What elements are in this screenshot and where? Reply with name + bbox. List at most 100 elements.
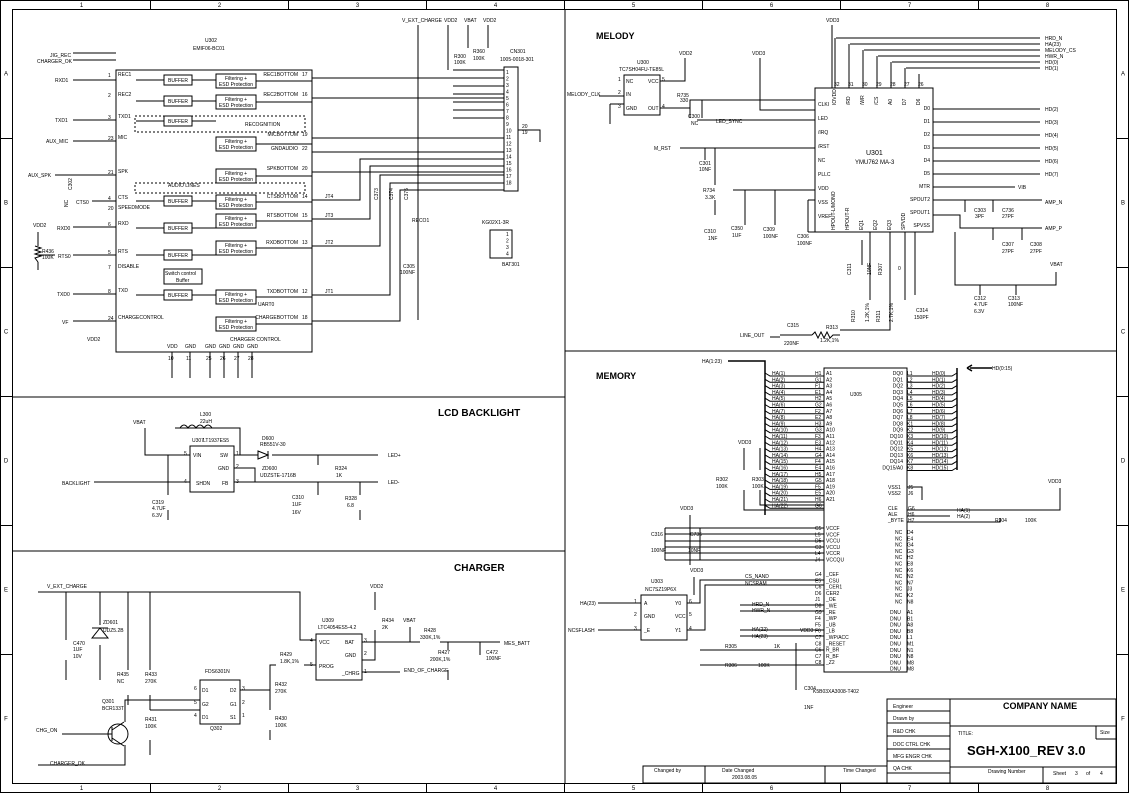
u307-pin-name: VIN xyxy=(193,453,202,459)
memory-ha-pins: HA(1)H1HA(2)G1HA(3)F1HA(4)E1HA(5)H2HA(6)… xyxy=(764,371,835,509)
memory-dq-pin: DQ14 xyxy=(890,459,903,465)
memory-ha-wire xyxy=(764,404,824,408)
line-out-net: LINE_OUT xyxy=(740,333,764,339)
u302-pin-label: GND xyxy=(185,344,197,350)
memory-nc-ball: N7 xyxy=(907,580,914,586)
melody-hd-net: HD(3) xyxy=(1045,120,1059,126)
memory-ha-wire xyxy=(764,372,824,377)
memory-a-pin: A17 xyxy=(826,472,835,478)
u302-pin-number: 27 xyxy=(234,356,240,362)
memory-control-ball: F4 xyxy=(815,616,821,622)
memory-ha-ball: G3 xyxy=(815,428,822,434)
memory-ha-net: HA(2) xyxy=(772,377,785,383)
memory-ha-wire xyxy=(764,460,824,465)
c375-ref: C375 xyxy=(404,188,410,200)
ncsram-net: NCSRAM xyxy=(745,581,767,587)
memory-ha-wire xyxy=(764,473,824,478)
memory-nc-ball: N2 xyxy=(907,574,914,580)
column-marker-bottom: 5 xyxy=(632,786,636,792)
u302-pin-number: 13 xyxy=(302,240,308,246)
r427-ref: R427 xyxy=(438,650,450,656)
r328-value: 6.8 xyxy=(347,503,354,509)
melody-hd-net: HA(23) xyxy=(1045,42,1061,48)
ha-bus-net: HA(1:23) xyxy=(702,359,722,365)
u301-pin-number: 32 xyxy=(834,82,840,88)
c735-value: 10NF xyxy=(688,548,700,554)
memory-cle-ball: G6 xyxy=(908,506,915,512)
memory-control-pin: _CSU xyxy=(825,578,840,584)
c735-ref: C735 xyxy=(690,532,702,538)
r307-value: 0 xyxy=(898,266,901,272)
memory-a-pin: A18 xyxy=(826,478,835,484)
r302-ref: R302 xyxy=(716,477,728,483)
fds6301n-pin-name: D1 xyxy=(202,688,209,694)
buffer-label: BUFFER xyxy=(168,226,188,232)
c300-ref: C300 xyxy=(688,114,700,120)
c302-ref: C302 xyxy=(68,178,74,190)
u302-pin-number: 14 xyxy=(302,194,308,200)
cn301-pin-number: 16 xyxy=(506,168,512,174)
memory-vss-ball: J5 xyxy=(908,485,914,491)
c312-ref: C312 xyxy=(974,296,986,302)
filter-label-line2: ESD Protection xyxy=(219,298,253,304)
section-title-memory: MEMORY xyxy=(596,371,636,381)
c736-value: 27PF xyxy=(1002,214,1014,220)
row-marker-right: B xyxy=(1121,201,1125,207)
u301-pin-name: /RST xyxy=(818,144,829,150)
tb-drawn-by: Drawn by xyxy=(893,716,915,722)
cn301-ref: CN301 xyxy=(510,49,526,55)
fds6301n-pin-number: 6 xyxy=(194,686,197,692)
r300-value: 100K xyxy=(454,60,466,66)
row-marker-right: C xyxy=(1121,330,1126,336)
u301-pin-number: 28 xyxy=(890,82,896,88)
u301-pin-name: D6 xyxy=(916,98,922,105)
memory-dq-pin: DQ8 xyxy=(893,421,904,427)
c314-value: 150PF xyxy=(914,315,929,321)
memory-ha-ball: H3 xyxy=(815,421,822,427)
memory-dnu-ball: M8 xyxy=(907,660,914,666)
jt2-label: JT2 xyxy=(325,240,334,246)
memory-ha-net: HA(15) xyxy=(772,459,788,465)
tb-drawing-number: Drawing Number xyxy=(988,769,1026,775)
c304-value: 1NF xyxy=(804,705,813,711)
memory-hd-net: HD(10) xyxy=(932,434,948,440)
r310-ref: R310 xyxy=(851,310,857,322)
tb-date: 2003.08.05 xyxy=(732,775,757,781)
tb-size: Size xyxy=(1100,730,1110,736)
memory-nc-pin: NC xyxy=(895,536,903,542)
r433-value: 270K xyxy=(145,679,157,685)
memory-vss-ball: J6 xyxy=(908,491,914,497)
melody-vdd2: VDD2 xyxy=(679,51,693,57)
memory-nc-pin: NC xyxy=(895,568,903,574)
memory-dq-pin: DQ2 xyxy=(893,384,904,390)
net-rts0: RTS0 xyxy=(58,254,71,260)
memory-dnu-pin: DNU xyxy=(890,642,901,648)
memory-dnu-pin: DNU xyxy=(890,616,901,622)
u302-pin-name: RXD xyxy=(118,221,129,227)
memory-ha-wire xyxy=(764,391,824,396)
r429-ref: R429 xyxy=(280,652,292,658)
memory-dq-wire xyxy=(907,397,958,402)
memory-control-ball: C7 xyxy=(815,635,822,641)
cn301-pin-number: 1 xyxy=(506,70,509,76)
memory-a-pin: A2 xyxy=(826,377,832,383)
kg02x1-pin-number: 2 xyxy=(506,239,509,245)
memory-a-pin: A19 xyxy=(826,484,835,490)
memory-vcc-pin: VCCF xyxy=(826,526,840,532)
memory-nc-ball: J3 xyxy=(907,587,913,593)
u309-ref: U309 xyxy=(322,618,334,624)
memory-dq-wire xyxy=(907,460,958,465)
kg02x1-pin-number: 3 xyxy=(506,245,509,251)
c470-value: 1UF xyxy=(73,647,82,653)
memory-cle-pin: CLE xyxy=(888,506,898,512)
mem-vdd3: VDD3 xyxy=(738,440,752,446)
fds6301n-pin-name: S1 xyxy=(230,715,236,721)
cn301-pin-number: 10 xyxy=(506,129,512,135)
memory-dq-pin: DQ0 xyxy=(893,371,904,377)
